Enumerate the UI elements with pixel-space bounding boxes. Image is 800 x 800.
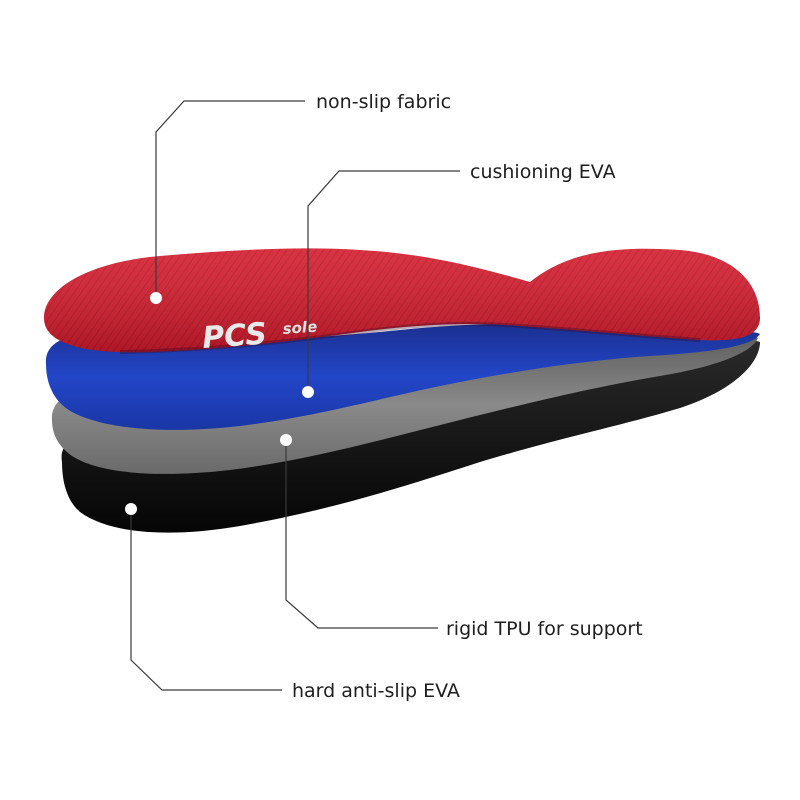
callout-label-rigid-tpu: rigid TPU for support [446,618,643,640]
layer-cushioning-eva [45,323,761,430]
callout-label-non-slip-fabric: non-slip fabric [316,91,451,113]
marker-dot-rigid-tpu [280,434,292,446]
leader-line-non-slip-fabric [155,100,305,298]
layer-rigid-tpu [51,335,758,474]
brand-logo: PCS [201,317,268,356]
marker-dot-hard-anti-slip-eva [125,503,137,515]
layer-seam-shadow [119,322,701,354]
callout-label-hard-anti-slip-eva: hard anti-slip EVA [292,680,460,702]
callout-label-cushioning-eva: cushioning EVA [470,161,616,183]
fabric-shading [44,248,760,353]
leader-line-cushioning-eva [307,170,460,392]
leader-line-hard-anti-slip-eva [130,509,282,691]
leader-line-rigid-tpu [285,440,438,629]
brand-logo-sub: sole [282,318,318,338]
marker-dot-non-slip-fabric [150,292,162,304]
marker-dot-cushioning-eva [302,386,314,398]
